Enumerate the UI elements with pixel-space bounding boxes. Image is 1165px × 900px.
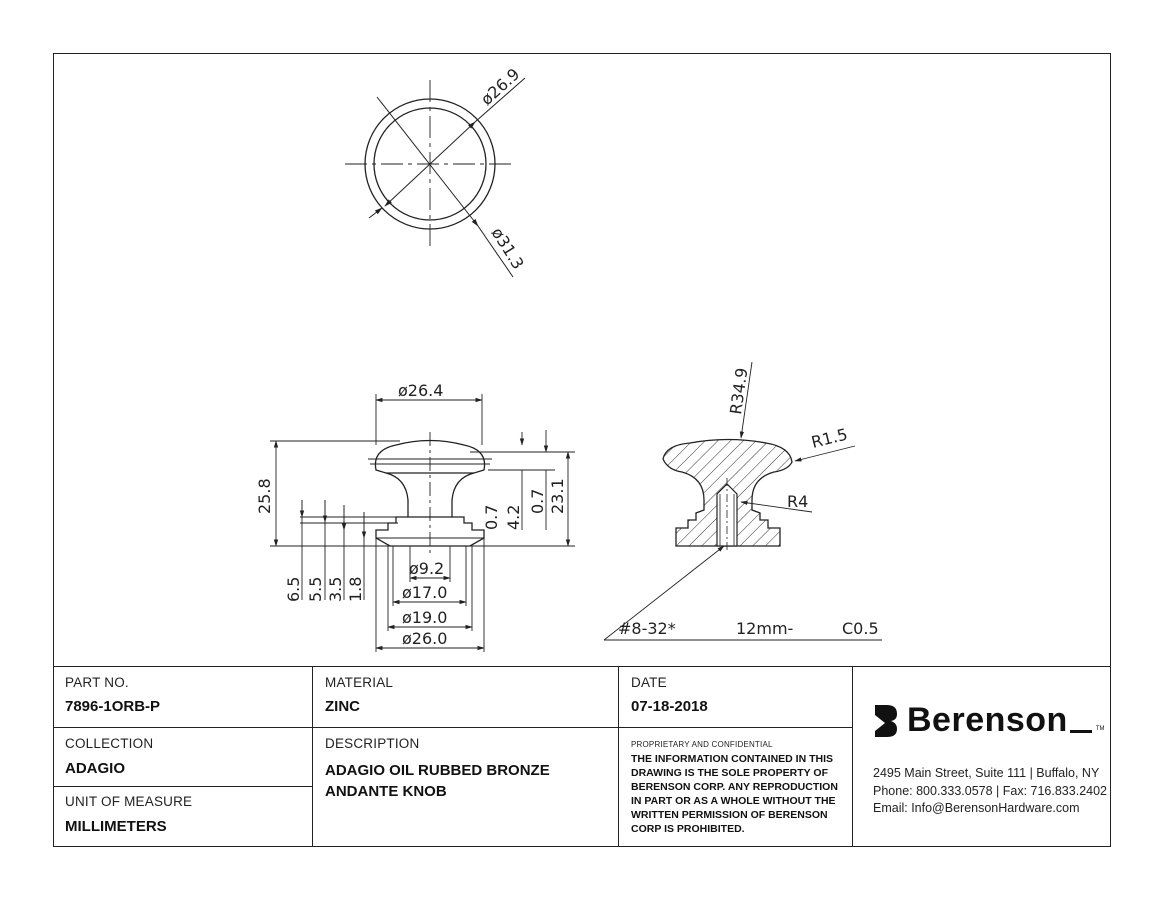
dim-4-2: 4.2 (504, 505, 523, 530)
dim-dia-17-0: ø17.0 (402, 583, 447, 602)
collection-value: ADAGIO (65, 760, 125, 777)
material-label: MATERIAL (325, 675, 394, 690)
dim-r-1-5: R1.5 (809, 425, 849, 452)
dim-height-right: 23.1 (548, 478, 567, 514)
dim-0-7-a: 0.7 (482, 505, 501, 530)
dim-0-7-b: 0.7 (528, 489, 547, 514)
logo-underline (1069, 730, 1092, 733)
dim-top-dia: ø26.4 (398, 381, 443, 400)
knob-cap (374, 439, 486, 474)
callout-depth: 12mm- (736, 619, 793, 638)
title-block: PART NO. 7896-1ORB-P COLLECTION ADAGIO U… (53, 666, 1111, 847)
company-email: Email: Info@BerensonHardware.com (873, 801, 1080, 815)
description-value: ADAGIO OIL RUBBED BRONZE ANDANTE KNOB (325, 762, 550, 800)
dim-r-34-9: R34.9 (726, 367, 751, 416)
company-logo: Berenson TM (873, 701, 1105, 740)
date-label: DATE (631, 675, 667, 690)
side-view (270, 394, 575, 652)
cell-date-confidential: DATE 07-18-2018 PROPRIETARY AND CONFIDEN… (619, 667, 853, 846)
dim-dia-9-2: ø9.2 (409, 559, 444, 578)
cell-material-description: MATERIAL ZINC DESCRIPTION ADAGIO OIL RUB… (313, 667, 619, 846)
berenson-mark-icon (875, 704, 897, 737)
uom-label: UNIT OF MEASURE (65, 794, 193, 809)
cell-part-collection-uom: PART NO. 7896-1ORB-P COLLECTION ADAGIO U… (53, 667, 313, 846)
material-value: ZINC (325, 698, 360, 715)
dim-6-5: 6.5 (284, 577, 303, 602)
section-view (603, 361, 882, 641)
uom-value: MILLIMETERS (65, 818, 167, 835)
part-no-value: 7896-1ORB-P (65, 698, 161, 715)
callout-chamfer: C0.5 (842, 619, 879, 638)
dim-3-5: 3.5 (326, 577, 345, 602)
company-phone-fax: Phone: 800.333.0578 | Fax: 716.833.2402 (873, 784, 1107, 798)
dim-r-4: R4 (787, 492, 808, 511)
drawing-sheet-border (53, 53, 1111, 847)
dim-1-8: 1.8 (346, 577, 365, 602)
top-view (345, 77, 526, 278)
callout-thread: #8-32* (618, 619, 676, 638)
confidential-label: PROPRIETARY AND CONFIDENTIAL (631, 740, 773, 749)
confidential-text: THE INFORMATION CONTAINED IN THIS DRAWIN… (631, 753, 838, 835)
description-label: DESCRIPTION (325, 736, 420, 751)
dim-5-5: 5.5 (306, 577, 325, 602)
dim-dia-26-0: ø26.0 (402, 629, 447, 648)
cell-company: Berenson TM 2495 Main Street, Suite 111 … (853, 667, 1109, 846)
company-name: Berenson (907, 701, 1068, 739)
dim-top-inner-dia: ø26.9 (477, 64, 523, 109)
trademark: TM (1095, 726, 1105, 732)
date-value: 07-18-2018 (631, 698, 708, 715)
part-no-label: PART NO. (65, 675, 129, 690)
company-address: 2495 Main Street, Suite 111 | Buffalo, N… (873, 766, 1100, 780)
dim-height-total: 25.8 (255, 478, 274, 514)
collection-label: COLLECTION (65, 736, 154, 751)
dim-dia-19-0: ø19.0 (402, 608, 447, 627)
